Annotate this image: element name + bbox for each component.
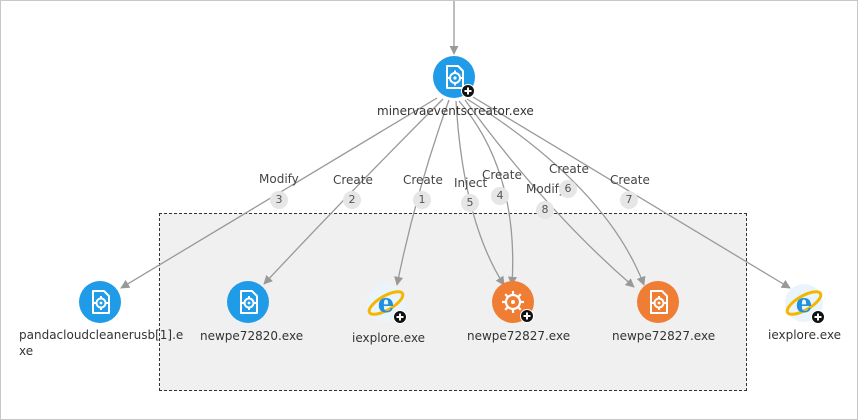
node-label-iexplore-2: iexplore.exe (768, 328, 842, 342)
process-node-iexplore-1[interactable]: e (365, 282, 407, 324)
edge-create-6[interactable] (466, 98, 646, 286)
edge-label-modify-8: Modify (526, 182, 566, 196)
process-node-newpe72820[interactable] (227, 281, 269, 323)
plus-badge-icon[interactable] (461, 84, 475, 98)
plus-badge-icon[interactable] (520, 309, 534, 323)
node-label-newpe72827-injected: newpe72827.exe (467, 329, 571, 343)
node-label-pandacloudcleanerusb: pandacloudcleanerusb[1].e (19, 328, 184, 342)
edge-number-5: 5 (461, 194, 479, 212)
edge-label-create-7: Create (610, 173, 650, 187)
node-label-pandacloudcleanerusb-wrap: xe (19, 344, 34, 358)
gear-doc-icon (637, 281, 679, 323)
process-node-pandacloudcleanerusb[interactable] (79, 281, 121, 323)
edge-number-8: 8 (536, 201, 554, 219)
edge-label-create-1: Create (403, 173, 443, 187)
edge-number-4: 4 (491, 187, 509, 205)
edge-label-inject-5: Inject (454, 176, 488, 190)
edge-number-3: 3 (270, 191, 288, 209)
gear-doc-icon (79, 281, 121, 323)
process-node-newpe72827-injected[interactable] (492, 281, 534, 323)
edge-label-create-6: Create (549, 162, 589, 176)
process-node-newpe72827-modified[interactable] (637, 281, 679, 323)
svg-text:e: e (796, 289, 813, 319)
process-node-iexplore-2[interactable]: e (783, 282, 825, 324)
node-label-newpe72827-modified: newpe72827.exe (612, 329, 716, 343)
node-label-minervaeventscreator: minervaeventscreator.exe (377, 104, 534, 118)
edge-label-modify-3: Modify (259, 172, 299, 186)
edge-number-6: 6 (559, 180, 577, 198)
edge-label-create-4: Create (482, 168, 522, 182)
plus-badge-icon[interactable] (811, 310, 825, 324)
gear-icon (492, 281, 534, 323)
edge-label-create-2: Create (333, 173, 373, 187)
svg-text:e: e (378, 289, 395, 319)
edge-number-7: 7 (620, 191, 638, 209)
gear-doc-icon (227, 281, 269, 323)
edge-number-1: 1 (413, 191, 431, 209)
process-node-minervaeventscreator[interactable] (433, 56, 475, 98)
node-label-newpe72820: newpe72820.exe (200, 329, 304, 343)
node-label-iexplore-1: iexplore.exe (352, 331, 426, 345)
edge-create-4[interactable] (458, 100, 518, 286)
plus-badge-icon[interactable] (393, 310, 407, 324)
edge-create-2[interactable] (263, 98, 444, 285)
edge-number-2: 2 (343, 191, 361, 209)
